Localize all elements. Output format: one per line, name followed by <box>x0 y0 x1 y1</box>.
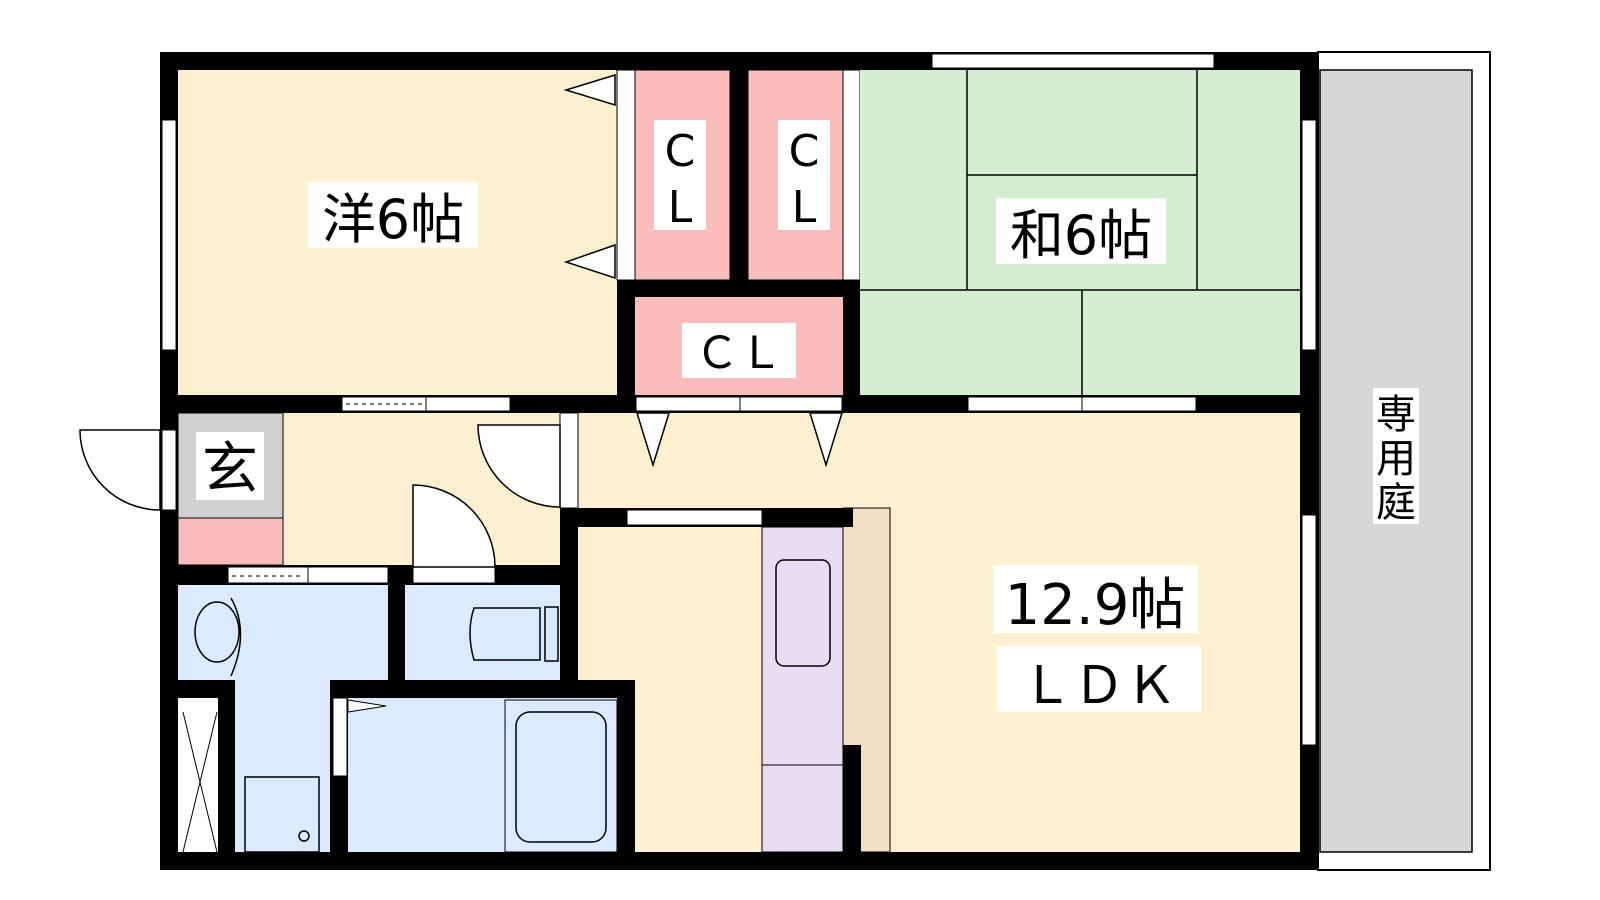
storage-x-icon <box>182 711 218 853</box>
toilet-room <box>405 585 560 680</box>
tatami-lines <box>860 70 1300 395</box>
western-room-label: 洋6帖 <box>322 188 464 251</box>
kitchen-counter <box>761 526 844 853</box>
garden-label-3: 庭 <box>1376 480 1416 526</box>
toilet-icon <box>469 607 541 661</box>
bathroom-door <box>332 697 348 777</box>
garden-label-2: 用 <box>1376 436 1416 482</box>
washroom-sliding-door <box>227 566 309 584</box>
closet-2-label-c: C <box>789 126 820 177</box>
door-swings <box>79 73 844 568</box>
bathtub-inner <box>515 711 607 843</box>
windows <box>161 53 1317 746</box>
bathroom <box>348 698 617 852</box>
closet-2-label-l: L <box>792 182 817 233</box>
garden-label-1: 専 <box>1376 392 1416 438</box>
ldk-label: ＬＤＫ <box>1021 656 1177 716</box>
closet-door-1 <box>616 69 636 281</box>
sink-icon <box>775 559 831 667</box>
washing-machine <box>244 776 320 853</box>
kitchen-window <box>626 509 763 526</box>
closet-3-doors <box>635 396 843 412</box>
closet-door-2 <box>842 69 861 281</box>
entrance-label: 玄 <box>202 437 258 502</box>
front-door <box>161 429 177 511</box>
shoe-cabinet <box>177 517 284 566</box>
toilet-door <box>412 566 496 584</box>
ldk-size-label: 12.9帖 <box>1005 573 1186 638</box>
closet-1-label-c: C <box>665 126 696 177</box>
ldk-doorway <box>559 412 579 509</box>
closet-3-label: ＣＬ <box>695 328 783 379</box>
japanese-room-label: 和6帖 <box>1010 204 1152 267</box>
closet-1-label-l: L <box>668 182 693 233</box>
washbasin-icon <box>194 601 240 663</box>
